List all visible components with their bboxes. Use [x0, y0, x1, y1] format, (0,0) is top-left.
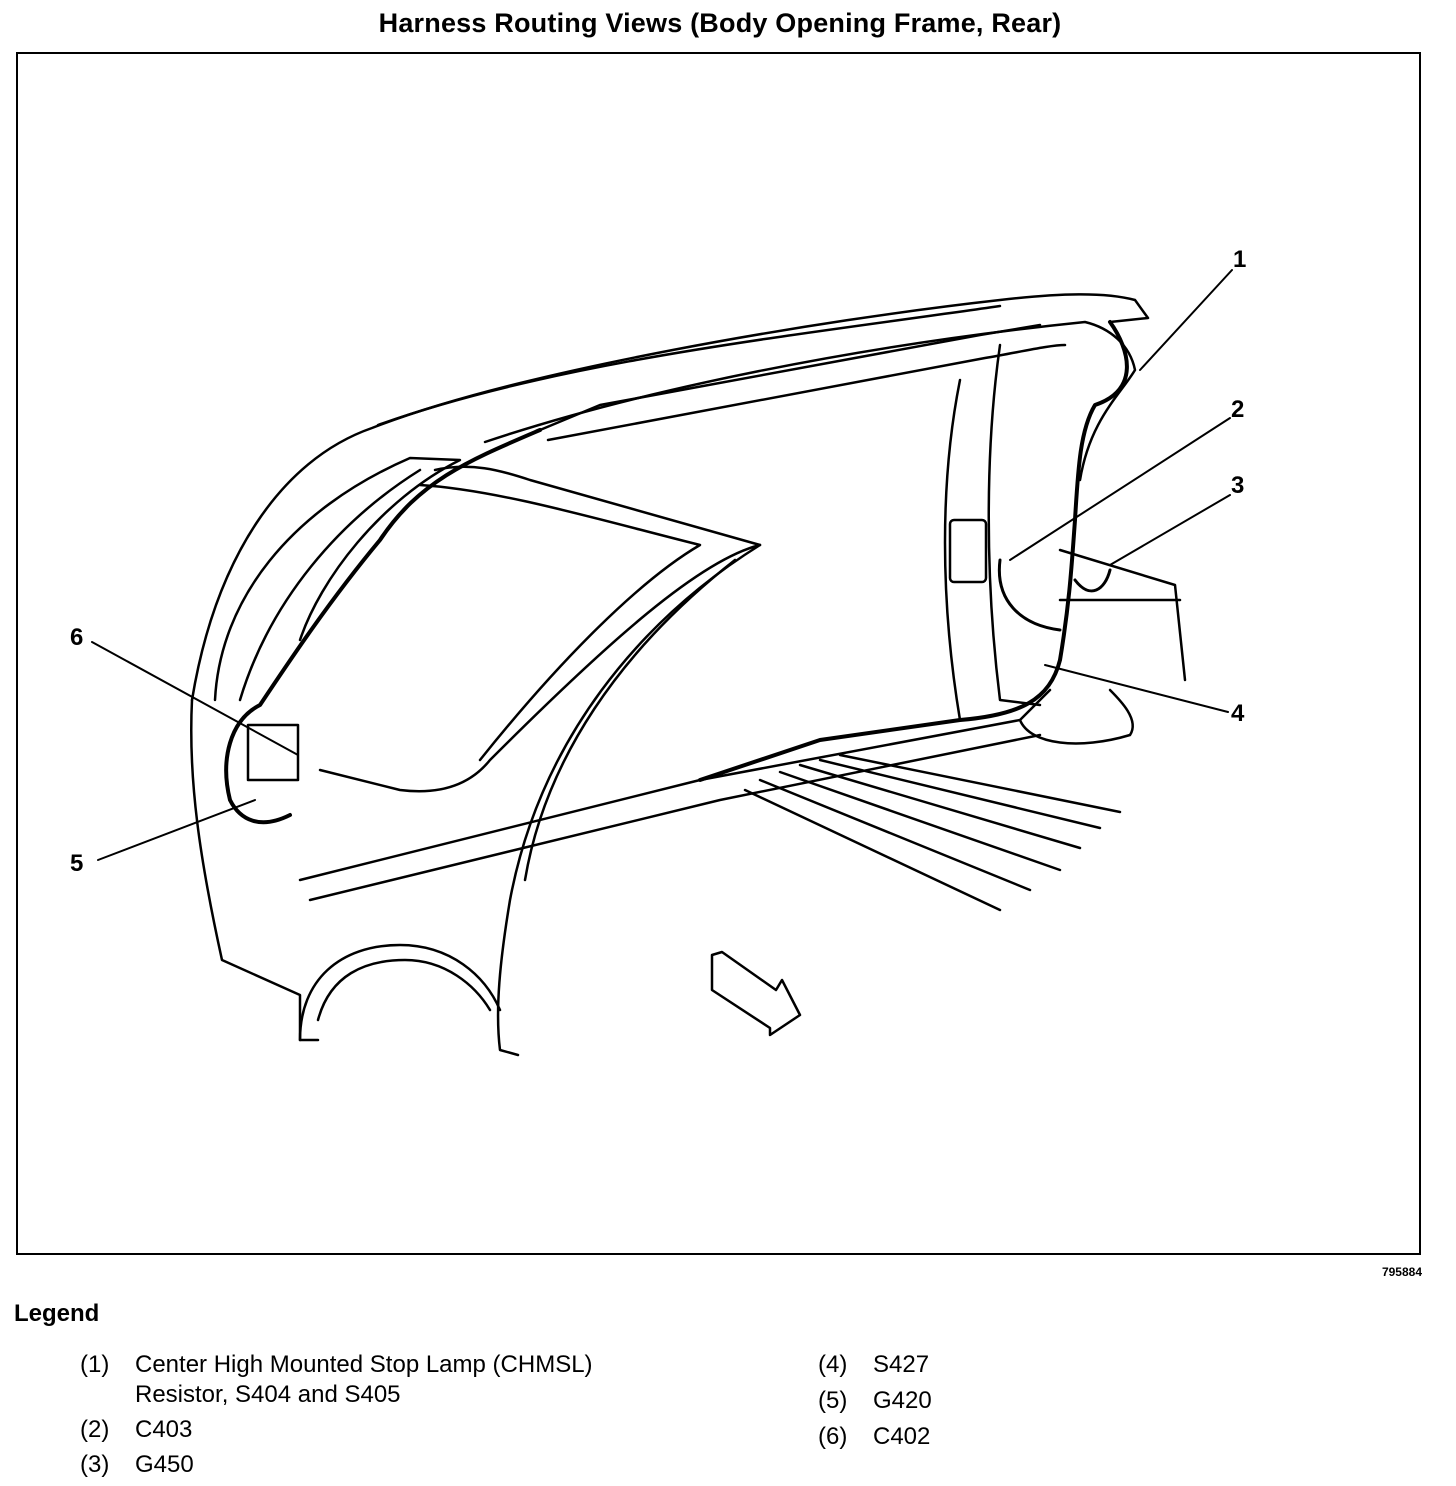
- legend-item-3: (3) G450: [80, 1450, 194, 1480]
- legend-item-2: (2) C403: [80, 1415, 192, 1445]
- wiring-harness-left: [224, 428, 542, 825]
- legend-item-text: G420: [873, 1387, 932, 1414]
- callout-2: 2: [1231, 396, 1245, 423]
- legend-item-number: (4): [818, 1351, 848, 1378]
- legend-item-number: (5): [818, 1387, 848, 1414]
- legend-item-text-continued: Resistor, S404 and S405: [135, 1381, 401, 1408]
- callout-4: 4: [1231, 700, 1245, 727]
- callout-3: 3: [1231, 472, 1245, 499]
- legend-item-5: (5) G420: [818, 1386, 932, 1416]
- direction-arrow: [710, 950, 802, 1037]
- roof-channel: [538, 323, 1042, 432]
- legend-item-text: C402: [873, 1423, 931, 1450]
- diagram-frame: [16, 52, 1421, 1255]
- frame-roof-edge: [376, 304, 1002, 427]
- left-pillar-inner-2: [238, 468, 422, 702]
- callout-6: 6: [70, 624, 84, 651]
- legend-item-number: (2): [80, 1416, 110, 1443]
- window-opening: [318, 465, 762, 793]
- legend-item-1: (1) Center High Mounted Stop Lamp (CHMSL)…: [80, 1350, 593, 1410]
- legend-item-number: (3): [80, 1451, 110, 1478]
- window-inner: [418, 483, 702, 762]
- legend-item-6: (6) C402: [818, 1422, 930, 1452]
- frame-outer-outline: [190, 293, 1150, 702]
- wiring-harness: [698, 320, 1129, 782]
- legend-item-text: Center High Mounted Stop Lamp (CHMSL): [135, 1351, 593, 1378]
- floor-ribs: [743, 753, 1122, 912]
- quarter-panel-inner: [523, 558, 737, 882]
- connector-bracket: [246, 723, 300, 782]
- legend-item-number: (1): [80, 1351, 110, 1378]
- quarter-panel: [496, 543, 762, 1057]
- legend-item-text: C403: [135, 1416, 193, 1443]
- harness-branch-c403: [997, 558, 1062, 632]
- left-pillar-inner: [213, 456, 462, 702]
- frame-roof-inner: [483, 320, 1137, 482]
- legend-item-text: S427: [873, 1351, 930, 1378]
- page-title: Harness Routing Views (Body Opening Fram…: [378, 8, 1062, 38]
- legend-item-number: (6): [818, 1423, 848, 1450]
- harness-branch-g450: [1073, 568, 1112, 593]
- right-pillar-outer: [943, 378, 962, 722]
- chmsl-resistor: [948, 518, 988, 584]
- callout-1: 1: [1233, 246, 1247, 273]
- wheelhouse-right: [1018, 688, 1134, 745]
- legend-heading: Legend: [14, 1300, 100, 1327]
- legend-item-text: G450: [135, 1451, 194, 1478]
- wheel-arch-inner: [316, 958, 492, 1022]
- callout-5: 5: [70, 850, 84, 877]
- wheel-arch: [298, 943, 502, 1042]
- legend-item-4: (4) S427: [818, 1350, 929, 1380]
- left-pillar-outer: [189, 698, 320, 1042]
- roof-channel-2: [546, 343, 1067, 442]
- figure-number: 795884: [1381, 1265, 1422, 1279]
- right-bed-side: [1058, 548, 1187, 682]
- right-pillar-inner: [987, 343, 1042, 707]
- callout-leaders: [91, 269, 1233, 861]
- bed-rail-2: [308, 733, 1042, 902]
